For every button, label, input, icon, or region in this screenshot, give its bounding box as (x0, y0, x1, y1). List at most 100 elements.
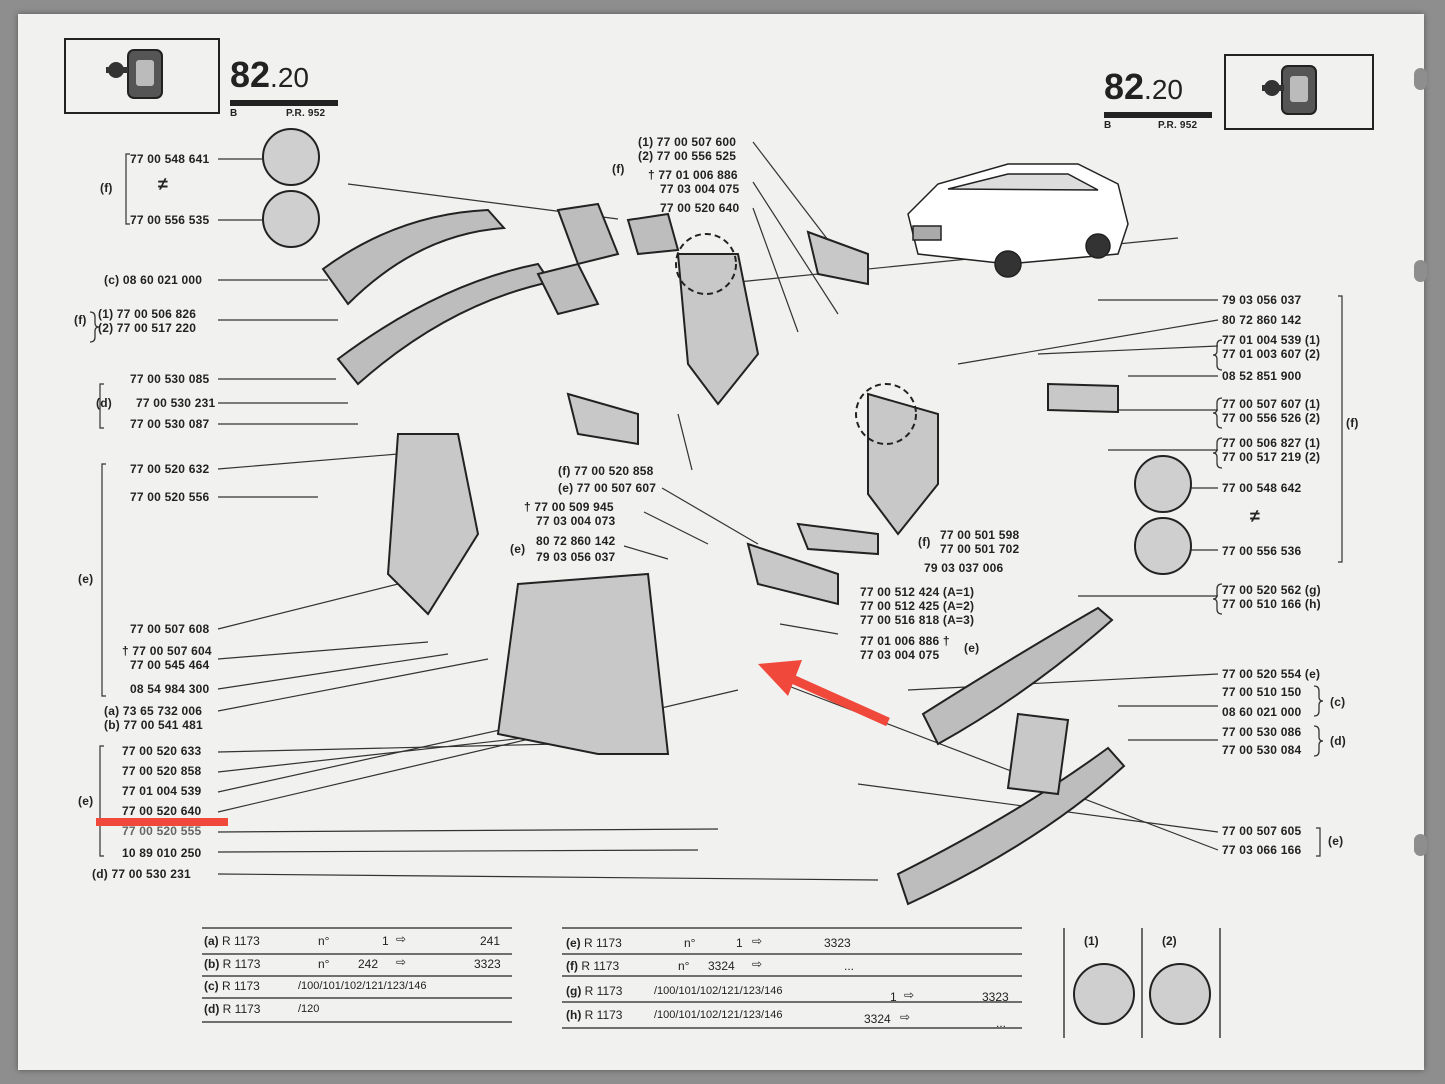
part-label: 77 00 520 555 (122, 824, 202, 838)
footer-from: 3324 (708, 959, 735, 973)
part-label: (d) 77 00 530 231 (92, 867, 191, 881)
part-label: 80 72 860 142 (1222, 313, 1302, 327)
footer-to: 3323 (824, 936, 851, 950)
part-label: 77 00 548 641 (130, 152, 210, 166)
part-label: (c) (1330, 695, 1346, 709)
part-label: 79 03 037 006 (924, 561, 1004, 575)
part-label: 77 00 548 642 (1222, 481, 1302, 495)
part-label: 77 00 545 464 (130, 658, 210, 672)
part-label: 08 52 851 900 (1222, 369, 1302, 383)
part-label: 77 00 530 231 (136, 396, 216, 410)
legend-label-2: (2) (1162, 934, 1177, 948)
part-label: (d) (96, 396, 112, 410)
binder-hole (1414, 68, 1427, 90)
part-label: 77 03 004 075 (660, 182, 740, 196)
part-label: (e) (78, 794, 94, 808)
part-label: 77 03 004 075 (860, 648, 940, 662)
part-label: 77 00 520 556 (130, 490, 210, 504)
footer-row: (f) R 1173 (566, 959, 620, 973)
part-label: 77 00 556 526 (2) (1222, 411, 1321, 425)
part-label: 77 00 520 640 (122, 804, 202, 818)
footer-row: (a) R 1173 (204, 934, 260, 948)
part-label: (f) 77 00 520 858 (558, 464, 654, 478)
footer-arrow: ⇨ (752, 934, 763, 948)
footer-arrow: ⇨ (396, 932, 407, 946)
door-lock-icon (106, 49, 163, 99)
header-icon-box-left (64, 38, 220, 114)
part-label: 77 00 517 219 (2) (1222, 450, 1321, 464)
footer-row: (h) R 1173 (566, 1008, 623, 1022)
part-label: 77 03 004 073 (536, 514, 616, 528)
door-lock-icon (1262, 65, 1317, 115)
header-pr-left: P.R. 952 (286, 108, 326, 119)
part-label: 77 03 066 166 (1222, 843, 1302, 857)
footer-chassis: n° (678, 959, 690, 973)
part-label: (f) (612, 162, 625, 176)
part-label: (e) (78, 572, 94, 586)
part-label: (f) (1346, 416, 1359, 430)
part-label: (e) 77 00 507 607 (558, 481, 657, 495)
header-pr-right: P.R. 952 (1158, 120, 1198, 131)
part-label: 77 01 006 886 † (860, 634, 950, 648)
exploded-diagram (89, 128, 1343, 1038)
not-equal-sign: ≠ (1250, 506, 1261, 526)
part-label: 77 00 520 858 (122, 764, 202, 778)
part-label: (f) (100, 181, 113, 195)
part-label: 77 00 510 150 (1222, 685, 1302, 699)
part-label: (a) 73 65 732 006 (104, 704, 203, 718)
footer-row: (c) R 1173 (204, 979, 260, 993)
part-label: (e) (1328, 834, 1344, 848)
part-label: (f) (74, 313, 87, 327)
footer-from: 1 (382, 934, 389, 948)
part-label: † 77 00 509 945 (524, 500, 614, 514)
footer-arrow: ⇨ (900, 1010, 911, 1024)
part-label: 77 00 507 605 (1222, 824, 1302, 838)
part-label: 77 00 530 085 (130, 372, 210, 386)
section-number-left: 82.20 (230, 54, 309, 95)
footer-arrow: ⇨ (752, 957, 763, 971)
footer-to: 3323 (474, 957, 501, 971)
part-label: (d) (1330, 734, 1346, 748)
part-label: 77 00 512 425 (A=2) (860, 599, 975, 613)
part-label: 77 00 512 424 (A=1) (860, 585, 975, 599)
footer-chassis: n° (318, 957, 330, 971)
part-label: 77 00 520 640 (660, 201, 740, 215)
part-label: 77 00 507 608 (130, 622, 210, 636)
header-b-right: B (1104, 120, 1112, 131)
section-number-right: 82.20 (1104, 66, 1183, 107)
part-label: 77 01 004 539 (1) (1222, 333, 1321, 347)
part-label: (b) 77 00 541 481 (104, 718, 203, 732)
part-label: 77 00 510 166 (h) (1222, 597, 1321, 611)
footer-row: (e) R 1173 (566, 936, 622, 950)
part-label: 77 00 520 632 (130, 462, 210, 476)
footer-variants: /120 (298, 1003, 320, 1015)
part-label: 77 00 501 702 (940, 542, 1020, 556)
part-label: 77 00 520 562 (g) (1222, 583, 1321, 597)
footer-from: 242 (358, 957, 379, 971)
car-illustration (907, 163, 1129, 278)
footer-chassis: n° (318, 934, 330, 948)
part-label: (f) (918, 535, 931, 549)
footer-variants: /100/101/102/121/123/146 (298, 980, 427, 992)
part-label: (e) (510, 542, 526, 556)
part-label: † 77 00 507 604 (122, 644, 212, 658)
part-label: (1) 77 00 506 826 (98, 307, 197, 321)
part-label: 77 01 004 539 (122, 784, 202, 798)
part-label: † 77 01 006 886 (648, 168, 738, 182)
part-label: 77 00 530 084 (1222, 743, 1302, 757)
footer-chassis: n° (684, 936, 696, 950)
footer-to: 3323 (982, 990, 1009, 1004)
footer-variants: /100/101/102/121/123/146 (654, 985, 783, 997)
part-label: 77 00 556 536 (1222, 544, 1302, 558)
footer-from: 1 (890, 990, 897, 1004)
footer-from: 1 (736, 936, 743, 950)
footer-row: (b) R 1173 (204, 957, 261, 971)
part-label: (2) 77 00 556 525 (638, 149, 737, 163)
header-bar-left (230, 100, 338, 106)
part-label: (1) 77 00 507 600 (638, 135, 737, 149)
footer-to: 241 (480, 934, 501, 948)
footer-from: 3324 (864, 1012, 891, 1026)
footer-to: ... (844, 959, 855, 973)
part-label: 77 00 556 535 (130, 213, 210, 227)
footer-to: ... (996, 1016, 1007, 1030)
